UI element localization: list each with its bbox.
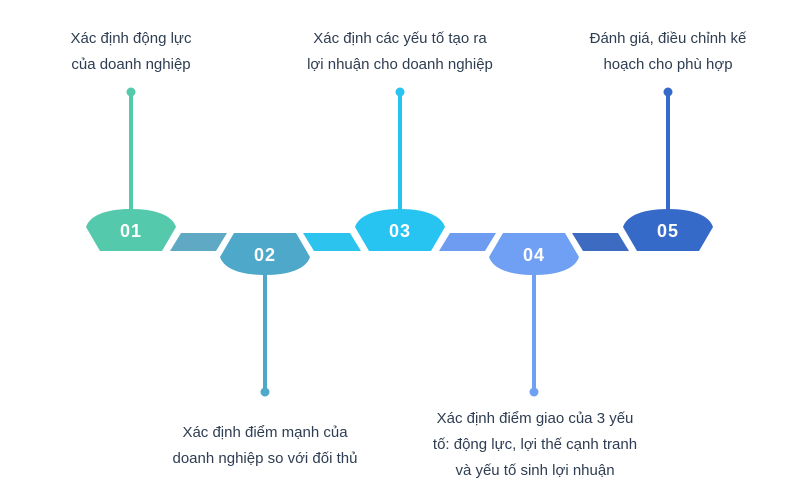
step-stem-dot bbox=[529, 387, 539, 397]
step-number: 01 bbox=[119, 221, 143, 241]
step-label-line: doanh nghiệp so với đối thủ bbox=[172, 450, 358, 467]
step-label-line: Xác định điểm giao của 3 yếu bbox=[436, 410, 634, 427]
step-label-line: hoạch cho phù hợp bbox=[603, 56, 733, 73]
step-label: Đánh giá, điều chỉnh kế hoạch cho phù hợ… bbox=[518, 26, 800, 78]
step-label: Xác định điểm giao của 3 yếu tố: động lự… bbox=[385, 406, 685, 484]
step-number: 04 bbox=[522, 245, 546, 265]
step-label-line: Xác định các yếu tố tạo ra bbox=[313, 30, 487, 47]
step-node-dome bbox=[623, 209, 713, 251]
step-number: 02 bbox=[253, 245, 277, 265]
step-stem-dot bbox=[126, 87, 136, 97]
connector-segment bbox=[303, 233, 361, 251]
step-label: Xác định điểm mạnh của doanh nghiệp so v… bbox=[115, 420, 415, 472]
step-stem-dot bbox=[395, 87, 405, 97]
step-label-line: Xác định động lực bbox=[70, 30, 192, 47]
step-label: Xác định động lực của doanh nghiệp bbox=[0, 26, 281, 78]
step-stem-dot bbox=[260, 387, 270, 397]
step-number: 05 bbox=[656, 221, 680, 241]
step-node-dome bbox=[355, 209, 445, 251]
step-node-dome bbox=[86, 209, 176, 251]
step-stem-dot bbox=[663, 87, 673, 97]
step-label-line: và yếu tố sinh lợi nhuận bbox=[455, 462, 615, 479]
step-number: 03 bbox=[388, 221, 412, 241]
step-label-line: Đánh giá, điều chỉnh kế bbox=[589, 30, 747, 47]
step-label-line: Xác định điểm mạnh của bbox=[182, 424, 348, 441]
connector-segment bbox=[170, 233, 227, 251]
step-node-dome bbox=[489, 233, 579, 275]
step-label-line: tố: động lực, lợi thế cạnh tranh bbox=[432, 436, 638, 453]
connector-segment bbox=[572, 233, 629, 251]
step-label-line: lợi nhuận cho doanh nghiệp bbox=[307, 56, 493, 73]
step-label: Xác định các yếu tố tạo ra lợi nhuận cho… bbox=[250, 26, 550, 78]
connector-segment bbox=[439, 233, 496, 251]
step-label-line: của doanh nghiệp bbox=[71, 56, 191, 73]
step-node-dome bbox=[220, 233, 310, 275]
